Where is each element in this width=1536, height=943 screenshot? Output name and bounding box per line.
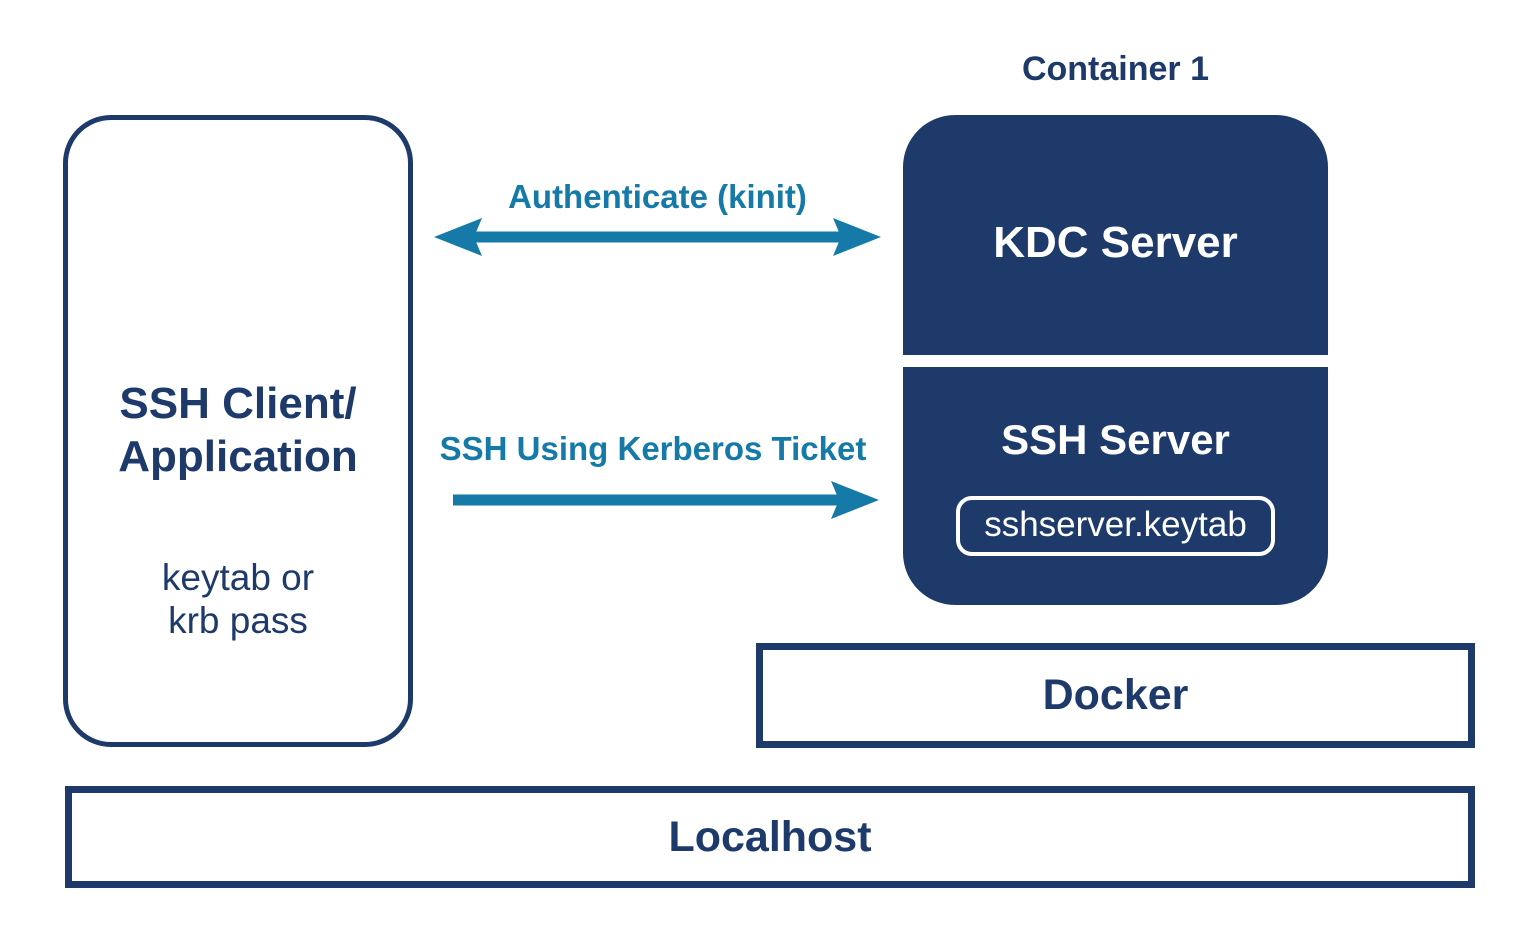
ssh-server-section: SSH Server sshserver.keytab (903, 367, 1328, 605)
ssh-client-title-line1: SSH Client/ (119, 379, 357, 428)
container-label: Container 1 (1021, 50, 1210, 88)
ssh-client-subtitle-line2: krb pass (168, 600, 308, 642)
ssh-client-title: SSH Client/ Application (118, 378, 358, 484)
ssh-client-subtitle-line1: keytab or (161, 556, 315, 598)
ssh-server-label: SSH Server (1001, 415, 1230, 463)
ssh-client-subtitle: keytab or krb pass (162, 556, 314, 643)
authenticate-arrow (434, 218, 881, 256)
docker-box: Docker (756, 643, 1475, 748)
localhost-label: Localhost (668, 812, 872, 861)
ssh-kerberos-arrow-label: SSH Using Kerberos Ticket (439, 430, 867, 467)
keytab-badge: sshserver.keytab (956, 495, 1275, 557)
ssh-kerberos-arrow (453, 481, 879, 519)
kdc-server-label: KDC Server (993, 218, 1238, 267)
ssh-client-box: SSH Client/ Application keytab or krb pa… (63, 115, 413, 747)
kdc-server-section: KDC Server (903, 115, 1328, 355)
ssh-client-title-line2: Application (118, 431, 358, 481)
authenticate-arrow-label: Authenticate (kinit) (508, 178, 807, 215)
docker-label: Docker (1042, 671, 1189, 719)
container-box: KDC Server SSH Server sshserver.keytab (903, 115, 1328, 605)
localhost-box: Localhost (65, 786, 1475, 888)
